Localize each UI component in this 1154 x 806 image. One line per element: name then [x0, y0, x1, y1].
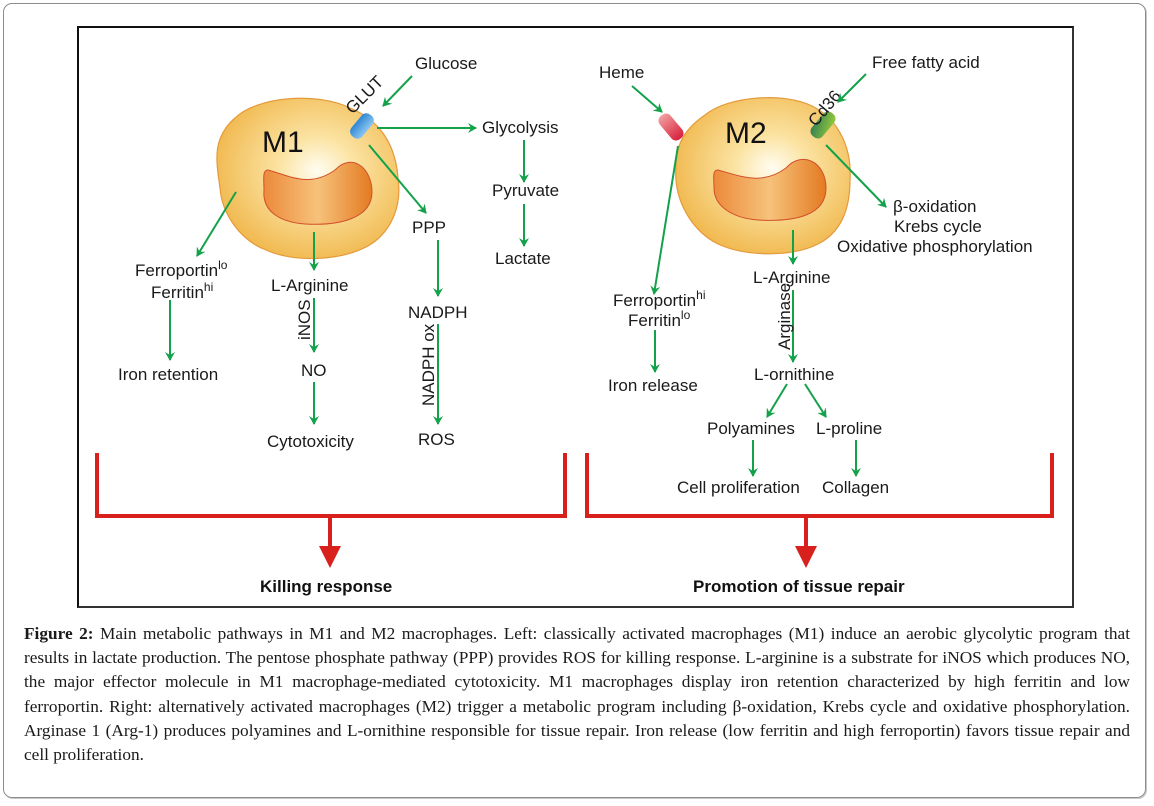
glycolysis-label: Glycolysis [482, 118, 559, 137]
glut-transporter-icon [350, 113, 374, 139]
arrow-glucose-glut [382, 75, 413, 107]
arginase-label: Arginase [775, 283, 794, 350]
figure-caption: Figure 2: Main metabolic pathways in M1 … [24, 622, 1130, 767]
m2-ferroportin-label: Ferroportinhi [613, 288, 705, 310]
iron-release-label: Iron release [608, 376, 698, 395]
arrow-ferroportin-m2 [650, 145, 679, 295]
m1-ferroportin-label: Ferroportinlo [135, 258, 228, 280]
m2-cell: M2 [675, 97, 851, 255]
ros-label: ROS [418, 430, 455, 449]
m1-cell: M1 [216, 97, 400, 260]
pyruvate-label: Pyruvate [492, 181, 559, 200]
caption-text: Main metabolic pathways in M1 and M2 mac… [24, 624, 1130, 765]
heme-receptor-icon [658, 113, 684, 141]
glucose-label: Glucose [415, 54, 477, 73]
heme-label: Heme [599, 63, 644, 82]
cd36-receptor-icon [810, 111, 836, 139]
nadph-ox-label: NADPH ox [419, 323, 438, 406]
nadph-label: NADPH [408, 303, 468, 322]
arrow-ferroportin-m1 [196, 191, 237, 257]
arrow-ffa [837, 73, 867, 103]
m1-l-arginine-label: L-Arginine [271, 276, 349, 295]
m1-label: M1 [262, 126, 304, 159]
m1-ferritin-label: Ferritinhi [151, 280, 213, 302]
cell-proliferation-label: Cell proliferation [677, 478, 800, 497]
tissue-repair-label: Promotion of tissue repair [693, 577, 905, 596]
krebs-cycle-label: Krebs cycle [894, 217, 982, 236]
no-label: NO [301, 361, 327, 380]
arrow-polyamines [766, 383, 788, 418]
beta-oxidation-label: β-oxidation [893, 197, 977, 216]
m2-ferritin-label: Ferritinlo [628, 308, 691, 330]
m1-outcome-bracket [95, 453, 567, 568]
ppp-label: PPP [412, 218, 446, 237]
ffa-label: Free fatty acid [872, 53, 980, 72]
arrow-heme [631, 85, 663, 113]
killing-response-label: Killing response [260, 577, 392, 596]
metabolic-pathways-diagram: M1 GLUT Glucose Glycolysis Pyruvate Lact… [95, 53, 1054, 596]
m2-l-arginine-label: L-Arginine [753, 268, 831, 287]
arrow-l-proline [804, 383, 827, 418]
l-ornithine-label: L-ornithine [754, 365, 834, 384]
oxphos-label: Oxidative phosphorylation [837, 237, 1033, 256]
outer-frame [3, 3, 1146, 798]
inos-label: iNOS [295, 299, 314, 340]
collagen-label: Collagen [822, 478, 889, 497]
arrow-beta-oxidation [825, 144, 887, 208]
arrow-ppp [368, 144, 427, 214]
m2-outcome-bracket [585, 453, 1054, 568]
cytotoxicity-label: Cytotoxicity [267, 432, 354, 451]
lactate-label: Lactate [495, 249, 551, 268]
l-proline-label: L-proline [816, 419, 882, 438]
polyamines-label: Polyamines [707, 419, 795, 438]
caption-label: Figure 2: [24, 624, 94, 643]
iron-retention-label: Iron retention [118, 365, 218, 384]
m2-label: M2 [725, 117, 767, 150]
glut-label: GLUT [342, 72, 387, 117]
